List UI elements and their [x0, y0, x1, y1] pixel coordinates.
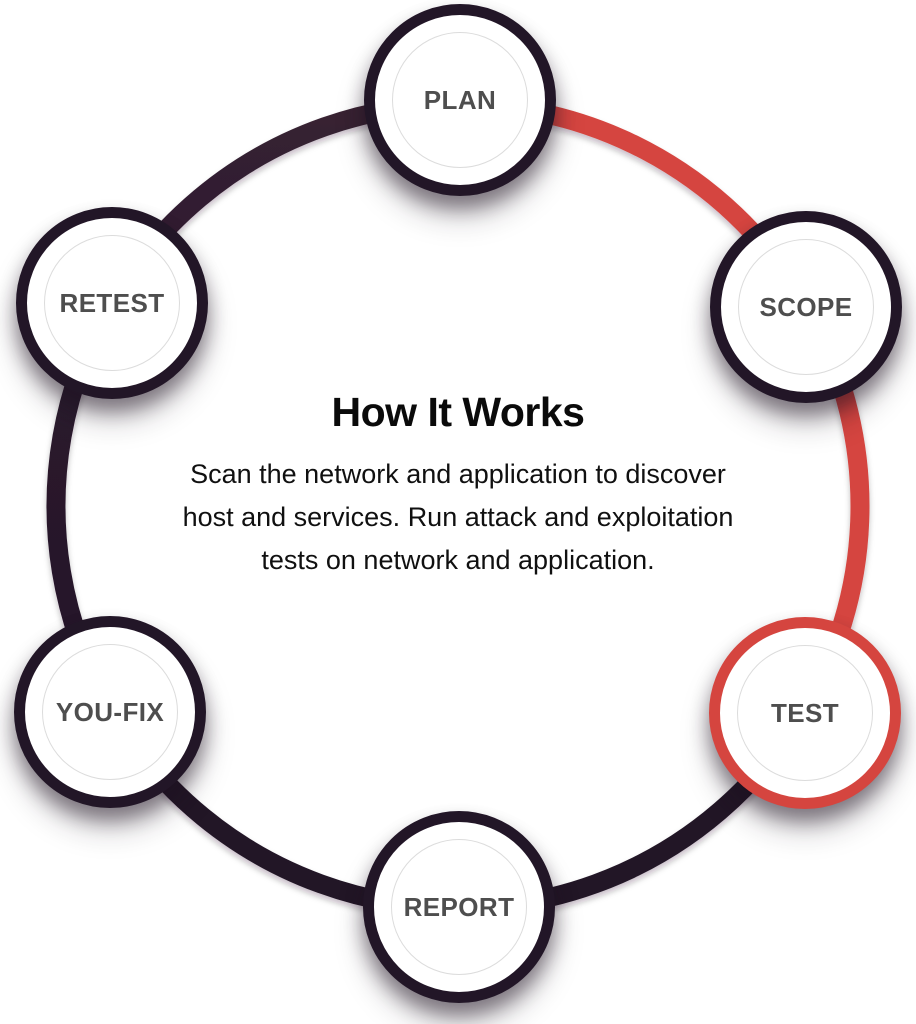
- node-plan[interactable]: PLAN: [364, 4, 556, 196]
- node-retest[interactable]: RETEST: [16, 207, 208, 399]
- node-label-plan: PLAN: [423, 84, 497, 115]
- node-report[interactable]: REPORT: [363, 811, 555, 1003]
- center-copy: How It Works Scan the network and applic…: [168, 388, 748, 582]
- node-label-you-fix: YOU-FIX: [55, 696, 165, 727]
- step-description: Scan the network and application to disc…: [182, 459, 734, 576]
- node-label-retest: RETEST: [59, 287, 165, 318]
- node-you-fix[interactable]: YOU-FIX: [14, 616, 206, 808]
- node-label-report: REPORT: [403, 891, 515, 922]
- node-label-test: TEST: [770, 697, 840, 728]
- page-title: How It Works: [331, 389, 585, 435]
- node-label-scope: SCOPE: [759, 291, 853, 322]
- node-test-active[interactable]: TEST: [709, 617, 901, 809]
- node-scope[interactable]: SCOPE: [710, 211, 902, 403]
